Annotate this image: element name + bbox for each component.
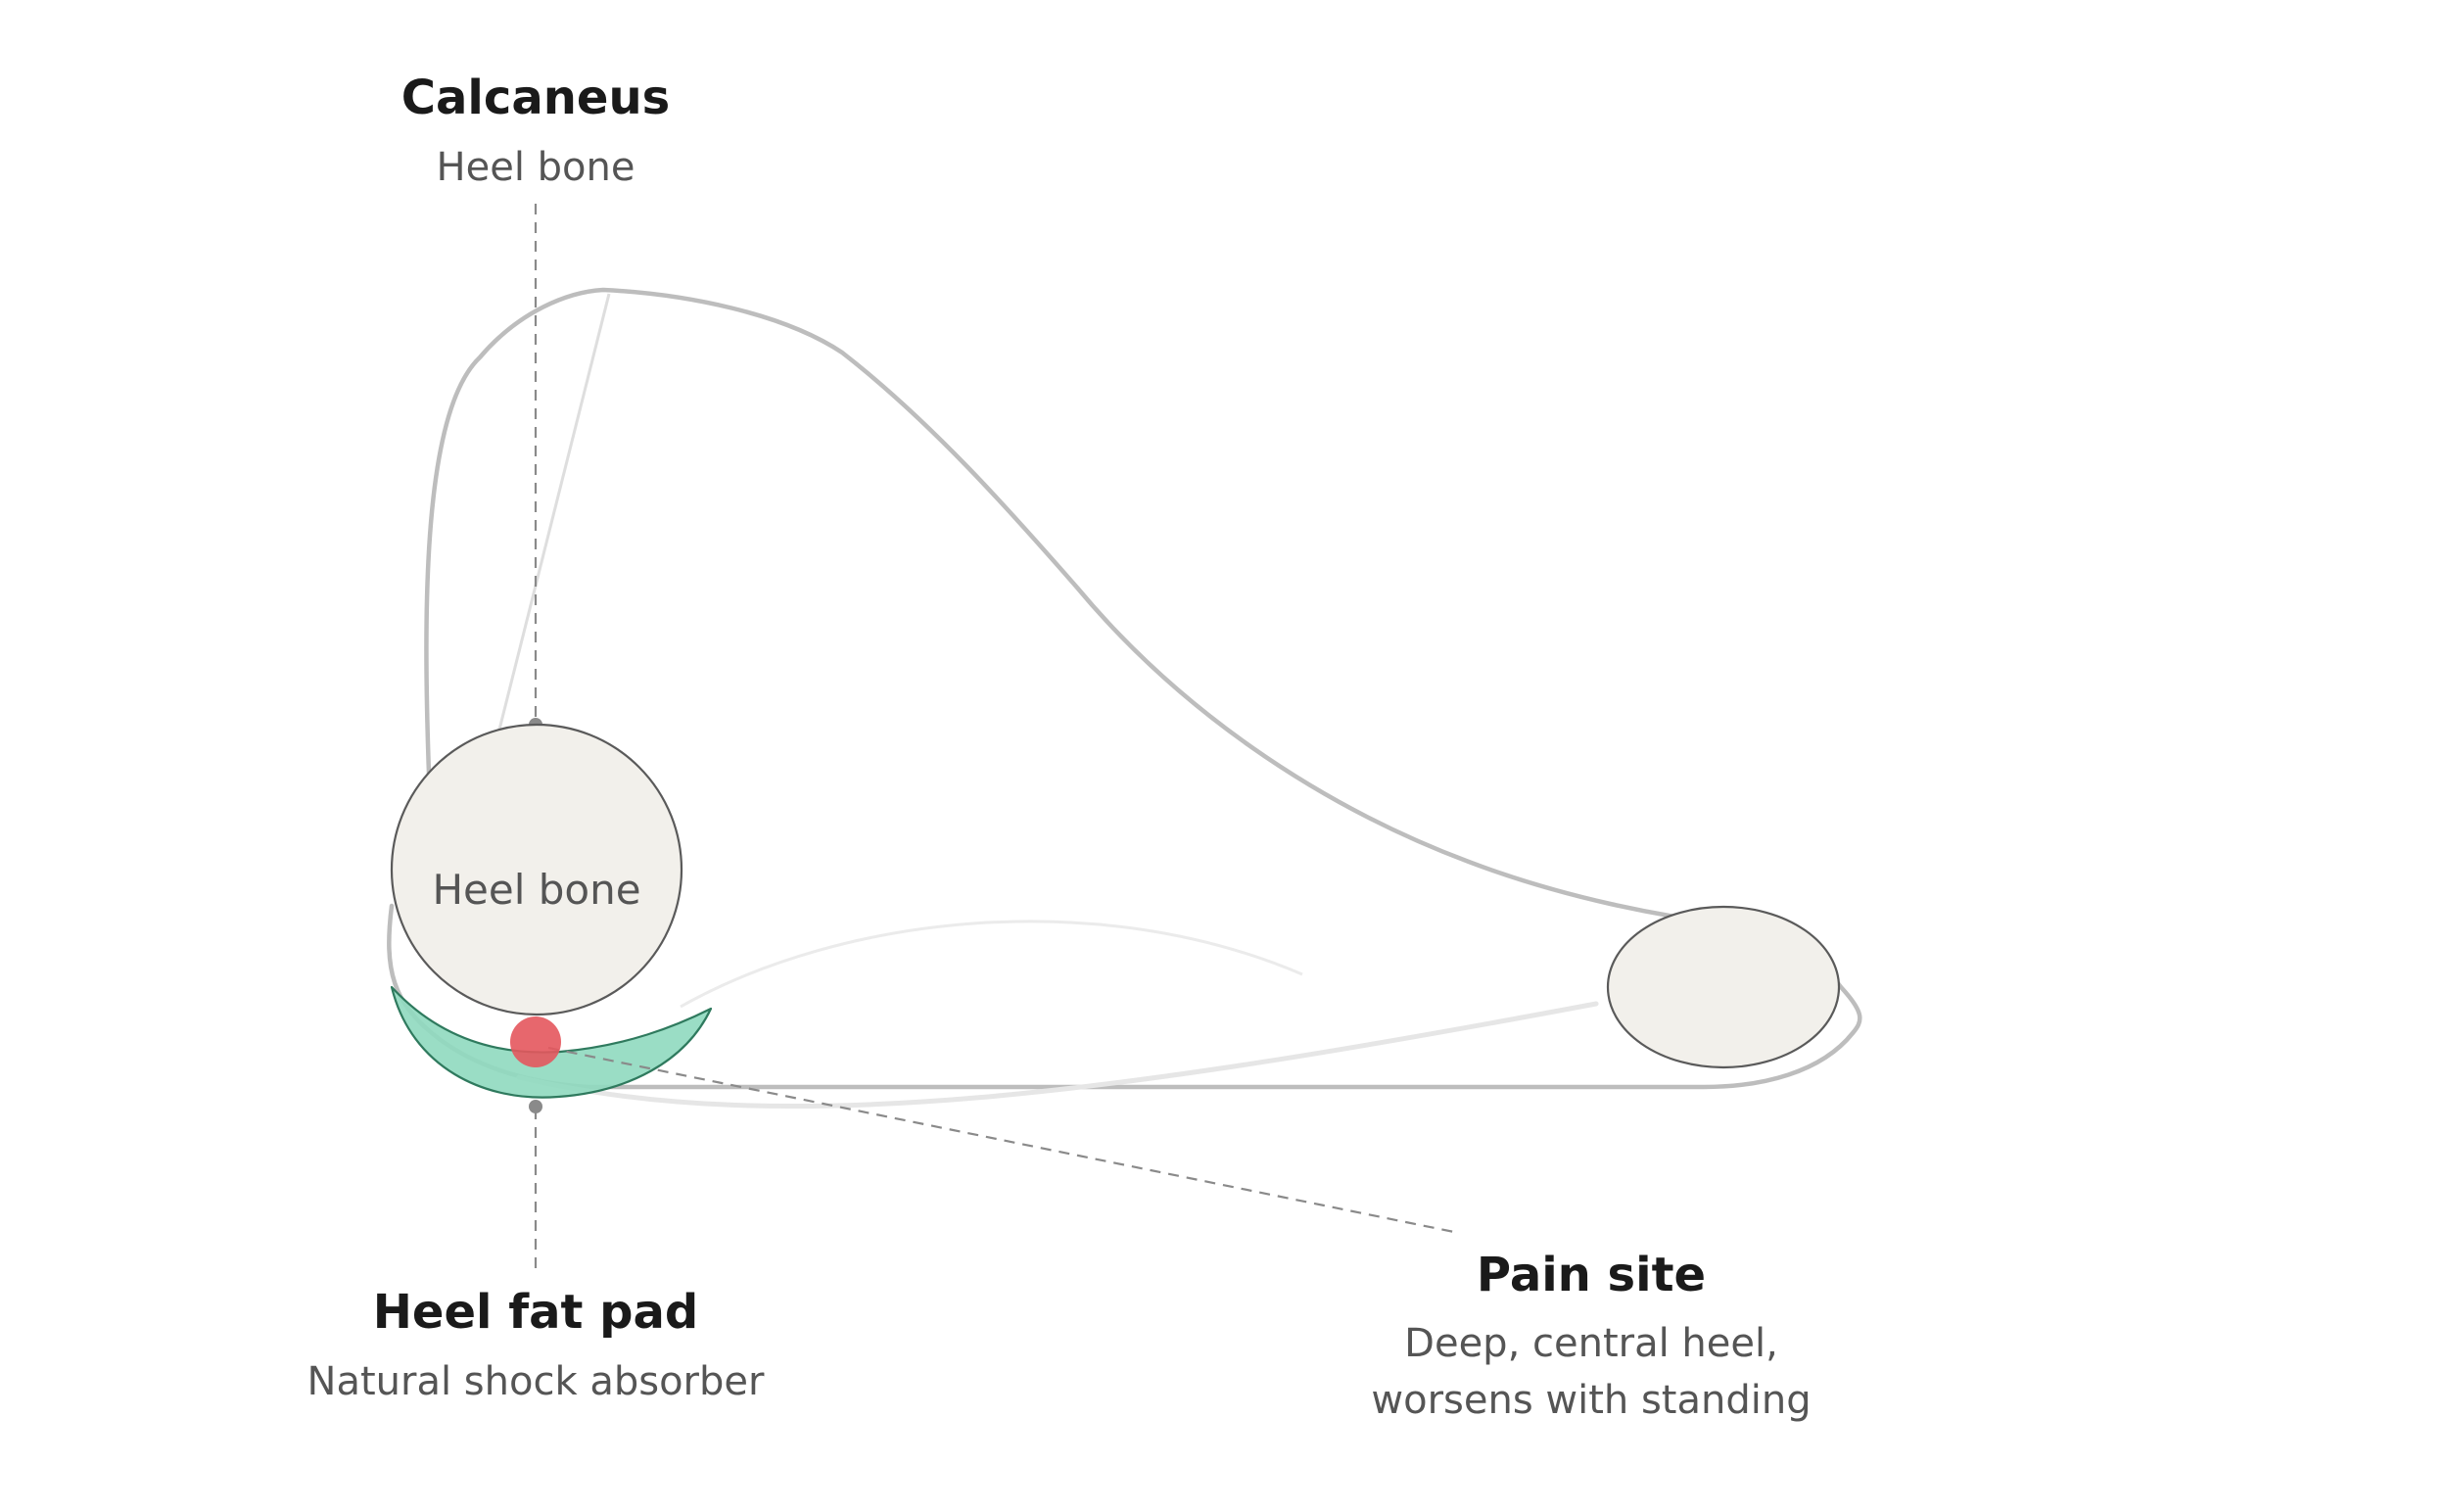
heel-bone-inner-label: Heel bone: [432, 866, 640, 914]
calcaneus-title: Calcaneus: [401, 71, 670, 125]
foot-outline: [387, 287, 1862, 1090]
fat-pad-shape: [390, 985, 713, 1099]
forefoot-bone-shape: [1606, 905, 1841, 1069]
achilles-line: [497, 293, 611, 731]
plantar-fascia-line: [516, 1001, 1599, 1110]
pain-site-line-2: worsens with standing: [1371, 1378, 1811, 1423]
calcaneus-shape: [390, 723, 683, 1016]
pain-site-line-1: Deep, central heel,: [1404, 1321, 1778, 1366]
calcaneus-subtitle: Heel bone: [437, 145, 636, 190]
fat-pad-leader-dot: [529, 1100, 542, 1113]
arch-line: [680, 920, 1303, 1009]
pain-site-title: Pain site: [1477, 1248, 1706, 1302]
pain-marker: [510, 1016, 561, 1067]
fat-pad-subtitle: Natural shock absorber: [307, 1359, 765, 1404]
pain-site-leader-line: [547, 1046, 1455, 1234]
fat-pad-title: Heel fat pad: [373, 1285, 698, 1340]
